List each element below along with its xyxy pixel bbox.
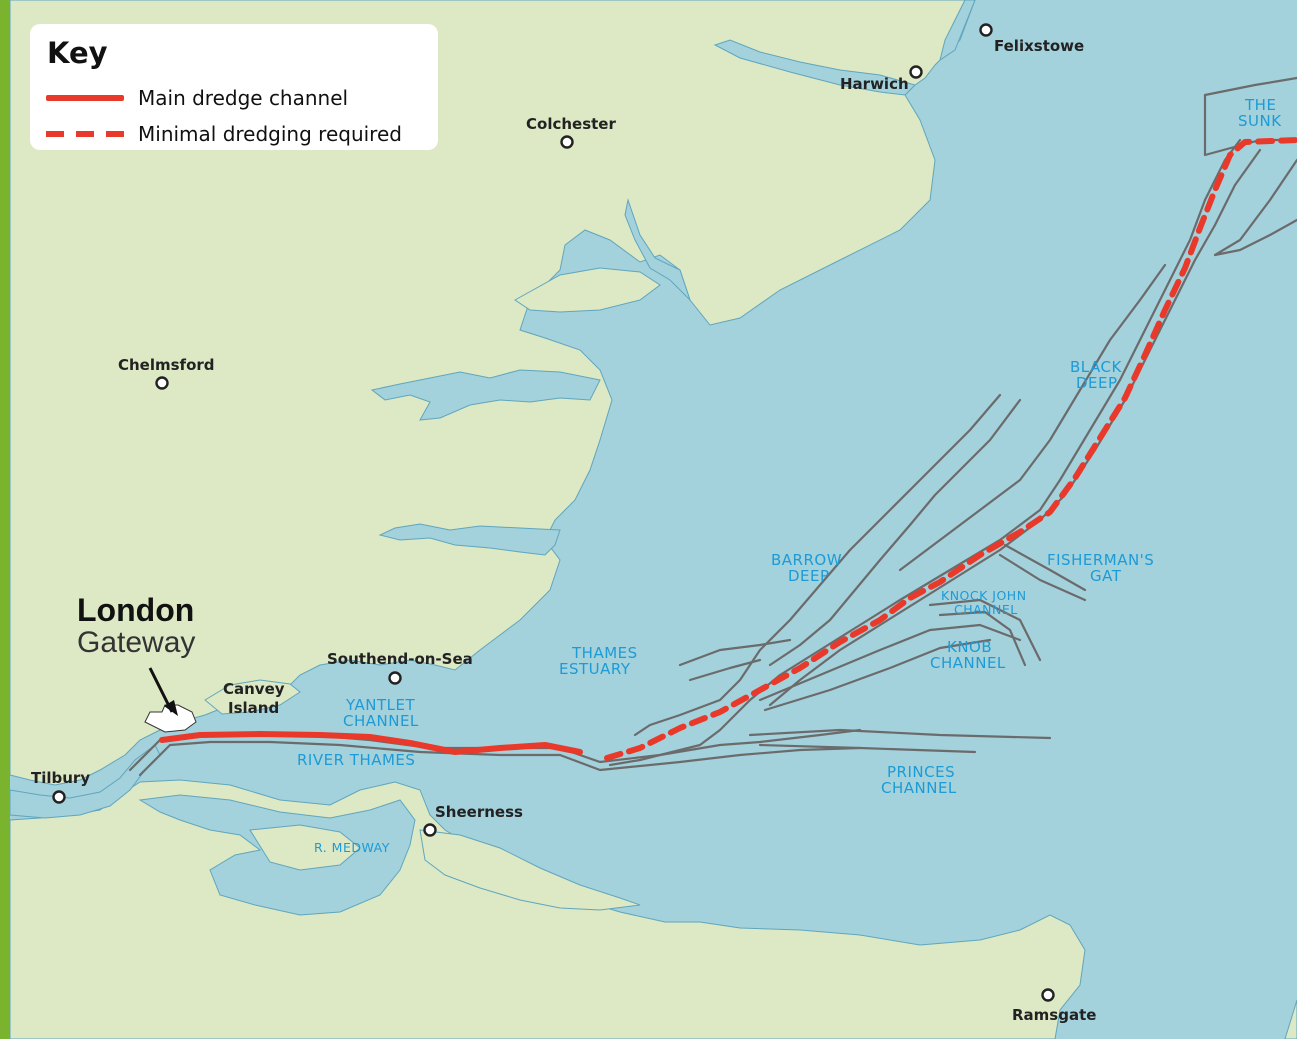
town-markers [52,23,1055,1002]
label-princes-2: CHANNEL [881,779,957,797]
label-thames-estuary-2: ESTUARY [559,660,631,678]
label-thames-estuary-1: THAMES [571,644,638,662]
sheerness-marker [423,823,437,837]
label-river-thames: RIVER THAMES [297,751,415,769]
label-princes-1: PRINCES [887,763,955,781]
label-canvey-2: Island [228,699,279,717]
felixstowe-marker [979,23,993,37]
gateway-pointer-head [164,700,178,716]
label-fishermans-gat-1: FISHERMAN'S [1047,551,1154,569]
label-southend: Southend-on-Sea [327,650,473,668]
label-barrow-deep-2: DEEP [788,567,830,585]
colchester-marker [560,135,574,149]
label-knock-john-1: KNOCK JOHN [941,588,1027,603]
label-sheerness: Sheerness [435,803,523,821]
label-fishermans-gat-2: GAT [1090,567,1122,585]
key-item-minimal-dredging: Minimal dredging required [46,122,402,146]
southend-marker [388,671,402,685]
label-yantlet-2: CHANNEL [343,712,419,730]
label-colchester: Colchester [526,115,616,133]
key-title: Key [47,36,108,70]
blackwater-inlet [370,369,601,421]
label-felixstowe: Felixstowe [994,37,1084,55]
label-black-deep-2: DEEP [1076,374,1118,392]
minimal-dredging-route [604,137,1297,761]
label-the-sunk-1: THE [1244,96,1276,114]
crouch-inlet [378,523,561,556]
dashed-line-swatch [46,131,124,137]
london-gateway-terminal [144,704,197,733]
map-key: Key Main dredge channel Minimal dredging… [30,24,438,150]
orwell-estuary [939,0,976,62]
main-dredge-channel [159,731,583,755]
harwich-marker [909,65,923,79]
label-medway: R. MEDWAY [314,840,390,855]
land-far-east [1284,999,1297,1039]
label-black-deep-1: BLACK [1070,358,1122,376]
key-item-label: Main dredge channel [138,86,349,110]
isle-of-sheppey [419,829,641,911]
key-item-main-dredge: Main dredge channel [46,86,348,110]
medway-islands [249,824,361,871]
label-knob-channel-2: CHANNEL [930,654,1006,672]
label-yantlet-1: YANTLET [345,696,415,714]
canvey-island-land [204,679,301,715]
tilbury-marker [52,790,66,804]
label-knob-channel-1: KNOB [947,638,992,656]
label-barrow-deep-1: BARROW [771,551,842,569]
label-the-sunk-2: SUNK [1238,112,1282,130]
solid-line-swatch [46,95,124,101]
mersea-island [514,267,661,313]
label-ramsgate: Ramsgate [1012,1006,1096,1024]
label-chelmsford: Chelmsford [118,356,215,374]
colne-inlet [624,198,691,301]
label-knock-john-2: CHANNEL [954,602,1018,617]
label-canvey-1: Canvey [223,680,285,698]
chelmsford-marker [155,376,169,390]
london-gateway-title: London [77,592,194,628]
london-gateway-subtitle: Gateway [77,626,195,659]
key-item-label: Minimal dredging required [138,122,402,146]
label-tilbury: Tilbury [31,769,90,787]
ramsgate-marker [1041,988,1055,1002]
stour-estuary [713,39,916,96]
label-harwich: Harwich [840,75,909,93]
